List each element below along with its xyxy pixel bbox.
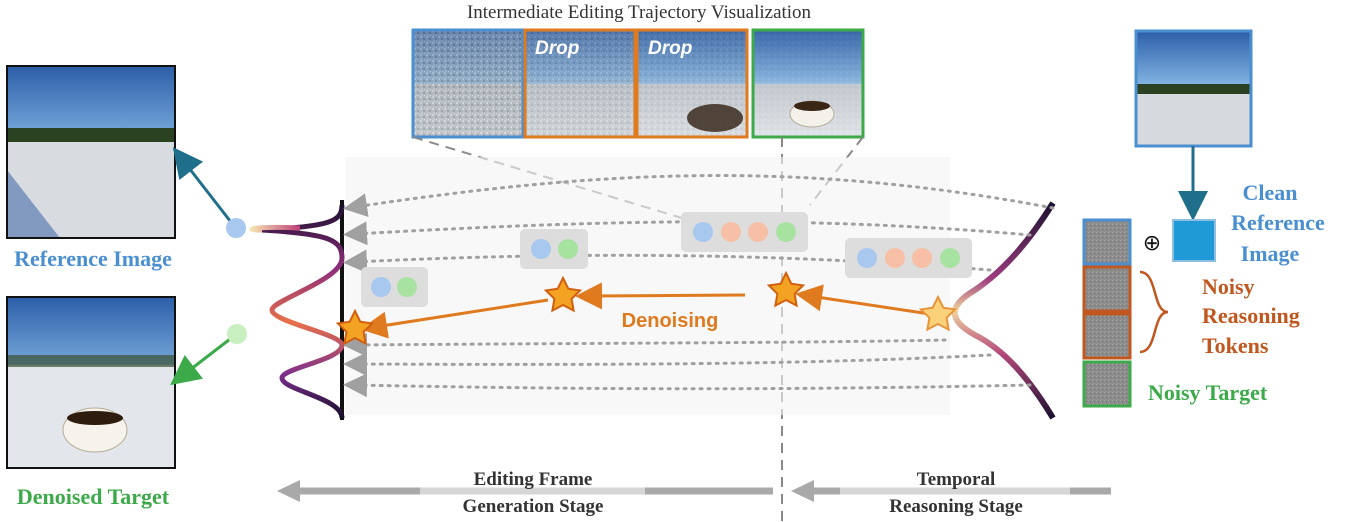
target-dot	[227, 324, 247, 344]
cup-shape	[687, 104, 743, 132]
frame-border	[411, 28, 525, 139]
frame-3-label: Drop	[648, 38, 692, 59]
reference-arrow	[172, 147, 236, 227]
temporal-stage-label-line-2: Reasoning Stage	[889, 496, 1023, 517]
trajectory-frames: Drop Drop	[411, 28, 865, 139]
clean-reference-token	[1172, 219, 1216, 262]
trajectory-frame-2: Drop	[523, 28, 637, 139]
clean-reference-label-line-2: Reference	[1231, 210, 1325, 235]
target-token	[1082, 360, 1132, 408]
star-2	[543, 275, 583, 313]
reference-image-label: Reference Image	[14, 246, 172, 271]
denoising-arrows	[360, 282, 931, 339]
denoised-target-image	[6, 296, 176, 469]
token-stack	[1082, 218, 1132, 408]
trajectory-frame-1	[411, 28, 525, 139]
diagram-title: Intermediate Editing Trajectory Visualiz…	[467, 2, 812, 23]
frame-border	[523, 28, 637, 139]
star-1	[335, 308, 375, 346]
coffee-shape	[794, 101, 830, 111]
noisy-reasoning-label-line-3: Tokens	[1202, 333, 1269, 358]
reference-token	[1082, 218, 1132, 266]
token-group-1	[361, 267, 428, 307]
plus-symbol: ⊕	[1143, 230, 1161, 255]
token-group-2	[520, 229, 588, 269]
clean-reference-label-line-1: Clean	[1243, 180, 1298, 205]
denoising-label: Denoising	[622, 310, 719, 332]
trajectory-stars	[335, 270, 958, 346]
frame-2-label: Drop	[535, 38, 579, 59]
temporal-stage-label-line-1: Temporal	[917, 469, 995, 490]
noisy-target-label: Noisy Target	[1148, 380, 1268, 405]
editing-stage-label-line-1: Editing Frame	[474, 469, 593, 490]
coffee-shape	[67, 411, 123, 425]
noisy-reasoning-label-line-2: Reasoning	[1202, 303, 1300, 328]
noisy-reasoning-label-line-1: Noisy	[1202, 274, 1255, 299]
frame-border	[751, 28, 865, 139]
left-distribution	[249, 200, 345, 420]
right-distribution	[952, 201, 1056, 420]
token-group-3	[681, 212, 808, 252]
target-arrow	[170, 334, 235, 386]
trajectory-frame-3: Drop	[635, 28, 749, 139]
clean-reference-label-line-3: Image	[1241, 241, 1300, 266]
reasoning-token-1	[1082, 265, 1132, 313]
trajectory-field	[345, 157, 950, 415]
reasoning-token-2	[1082, 312, 1132, 360]
reasoning-brace	[1139, 270, 1169, 354]
reference-image	[6, 65, 176, 239]
stage-arrows	[277, 480, 1111, 502]
clean-reference-thumbnail	[1134, 29, 1253, 148]
denoised-target-label: Denoised Target	[17, 484, 170, 509]
reference-dot	[226, 218, 246, 238]
frame-border	[635, 28, 749, 139]
trajectory-frame-4	[751, 28, 865, 139]
star-3	[766, 270, 806, 308]
token-group-4	[845, 238, 972, 278]
editing-stage-label-line-2: Generation Stage	[463, 496, 604, 517]
star-4	[918, 294, 958, 332]
